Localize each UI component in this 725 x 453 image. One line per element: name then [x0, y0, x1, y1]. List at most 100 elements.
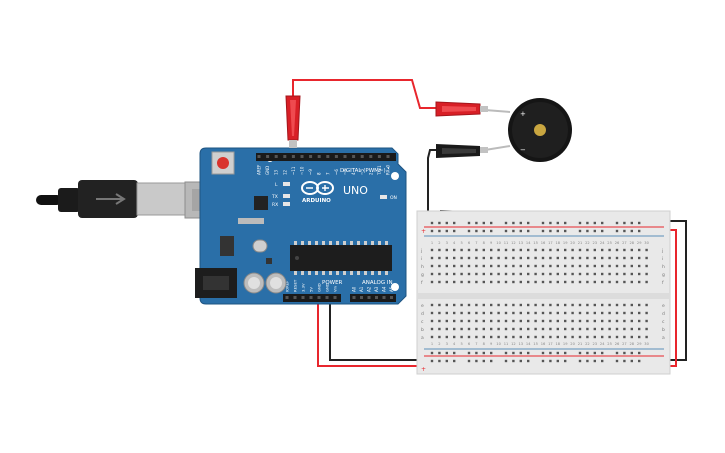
- terminal-hole[interactable]: [467, 327, 471, 331]
- terminal-hole[interactable]: [467, 248, 471, 252]
- terminal-hole[interactable]: [638, 256, 641, 260]
- terminal-hole[interactable]: [445, 272, 448, 276]
- terminal-hole[interactable]: [541, 280, 545, 284]
- terminal-hole[interactable]: [504, 264, 508, 268]
- terminal-hole[interactable]: [527, 319, 530, 323]
- rail-hole[interactable]: [541, 221, 545, 225]
- terminal-hole[interactable]: [601, 272, 604, 276]
- terminal-hole[interactable]: [638, 280, 641, 284]
- rail-hole[interactable]: [638, 229, 641, 233]
- rail-hole[interactable]: [586, 229, 589, 233]
- terminal-hole[interactable]: [564, 311, 567, 315]
- rail-hole[interactable]: [512, 351, 515, 355]
- terminal-hole[interactable]: [549, 256, 552, 260]
- rail-hole[interactable]: [475, 359, 478, 363]
- terminal-hole[interactable]: [430, 272, 434, 276]
- rail-hole[interactable]: [490, 221, 493, 225]
- rail-hole[interactable]: [549, 229, 552, 233]
- terminal-hole[interactable]: [534, 311, 537, 315]
- terminal-hole[interactable]: [608, 335, 611, 339]
- terminal-hole[interactable]: [578, 311, 582, 315]
- terminal-hole[interactable]: [512, 319, 515, 323]
- terminal-hole[interactable]: [586, 280, 589, 284]
- terminal-hole[interactable]: [623, 311, 626, 315]
- rail-hole[interactable]: [615, 221, 619, 225]
- terminal-hole[interactable]: [608, 280, 611, 284]
- terminal-hole[interactable]: [534, 280, 537, 284]
- terminal-hole[interactable]: [593, 311, 596, 315]
- terminal-hole[interactable]: [578, 248, 582, 252]
- terminal-hole[interactable]: [519, 256, 522, 260]
- terminal-hole[interactable]: [645, 264, 648, 268]
- terminal-hole[interactable]: [512, 327, 515, 331]
- rail-hole[interactable]: [519, 229, 522, 233]
- terminal-hole[interactable]: [630, 319, 633, 323]
- terminal-hole[interactable]: [527, 327, 530, 331]
- terminal-hole[interactable]: [593, 319, 596, 323]
- rail-hole[interactable]: [593, 221, 596, 225]
- terminal-hole[interactable]: [467, 272, 471, 276]
- terminal-hole[interactable]: [586, 303, 589, 307]
- terminal-hole[interactable]: [475, 256, 478, 260]
- rail-hole[interactable]: [556, 221, 559, 225]
- terminal-hole[interactable]: [638, 319, 641, 323]
- rail-hole[interactable]: [601, 229, 604, 233]
- terminal-hole[interactable]: [460, 319, 463, 323]
- terminal-hole[interactable]: [512, 264, 515, 268]
- terminal-hole[interactable]: [534, 256, 537, 260]
- terminal-hole[interactable]: [645, 303, 648, 307]
- rail-hole[interactable]: [512, 221, 515, 225]
- terminal-hole[interactable]: [556, 311, 559, 315]
- terminal-hole[interactable]: [615, 272, 619, 276]
- terminal-hole[interactable]: [586, 327, 589, 331]
- terminal-hole[interactable]: [578, 256, 582, 260]
- rail-hole[interactable]: [467, 221, 471, 225]
- rail-hole[interactable]: [504, 221, 508, 225]
- terminal-hole[interactable]: [490, 256, 493, 260]
- rail-hole[interactable]: [512, 229, 515, 233]
- terminal-hole[interactable]: [527, 264, 530, 268]
- terminal-hole[interactable]: [534, 303, 537, 307]
- terminal-hole[interactable]: [615, 327, 619, 331]
- terminal-hole[interactable]: [445, 264, 448, 268]
- terminal-hole[interactable]: [564, 303, 567, 307]
- terminal-hole[interactable]: [630, 335, 633, 339]
- terminal-hole[interactable]: [445, 311, 448, 315]
- terminal-hole[interactable]: [497, 280, 500, 284]
- terminal-hole[interactable]: [541, 248, 545, 252]
- terminal-hole[interactable]: [623, 280, 626, 284]
- terminal-hole[interactable]: [497, 272, 500, 276]
- terminal-hole[interactable]: [593, 303, 596, 307]
- terminal-hole[interactable]: [467, 335, 471, 339]
- terminal-hole[interactable]: [586, 272, 589, 276]
- wire-red-5v[interactable]: [317, 300, 424, 367]
- terminal-hole[interactable]: [438, 327, 441, 331]
- rail-hole[interactable]: [549, 359, 552, 363]
- terminal-hole[interactable]: [460, 280, 463, 284]
- rail-hole[interactable]: [504, 359, 508, 363]
- terminal-hole[interactable]: [482, 311, 485, 315]
- terminal-hole[interactable]: [638, 248, 641, 252]
- terminal-hole[interactable]: [438, 335, 441, 339]
- rail-hole[interactable]: [549, 351, 552, 355]
- terminal-hole[interactable]: [638, 272, 641, 276]
- terminal-hole[interactable]: [445, 303, 448, 307]
- terminal-hole[interactable]: [615, 319, 619, 323]
- terminal-hole[interactable]: [556, 264, 559, 268]
- terminal-hole[interactable]: [623, 248, 626, 252]
- terminal-hole[interactable]: [445, 256, 448, 260]
- terminal-hole[interactable]: [549, 311, 552, 315]
- terminal-hole[interactable]: [490, 272, 493, 276]
- rail-hole[interactable]: [601, 221, 604, 225]
- terminal-hole[interactable]: [541, 327, 545, 331]
- terminal-hole[interactable]: [638, 303, 641, 307]
- terminal-hole[interactable]: [512, 303, 515, 307]
- terminal-hole[interactable]: [556, 319, 559, 323]
- rail-hole[interactable]: [578, 359, 582, 363]
- terminal-hole[interactable]: [623, 327, 626, 331]
- terminal-hole[interactable]: [638, 327, 641, 331]
- terminal-hole[interactable]: [645, 280, 648, 284]
- terminal-hole[interactable]: [497, 256, 500, 260]
- terminal-hole[interactable]: [453, 256, 456, 260]
- terminal-hole[interactable]: [630, 248, 633, 252]
